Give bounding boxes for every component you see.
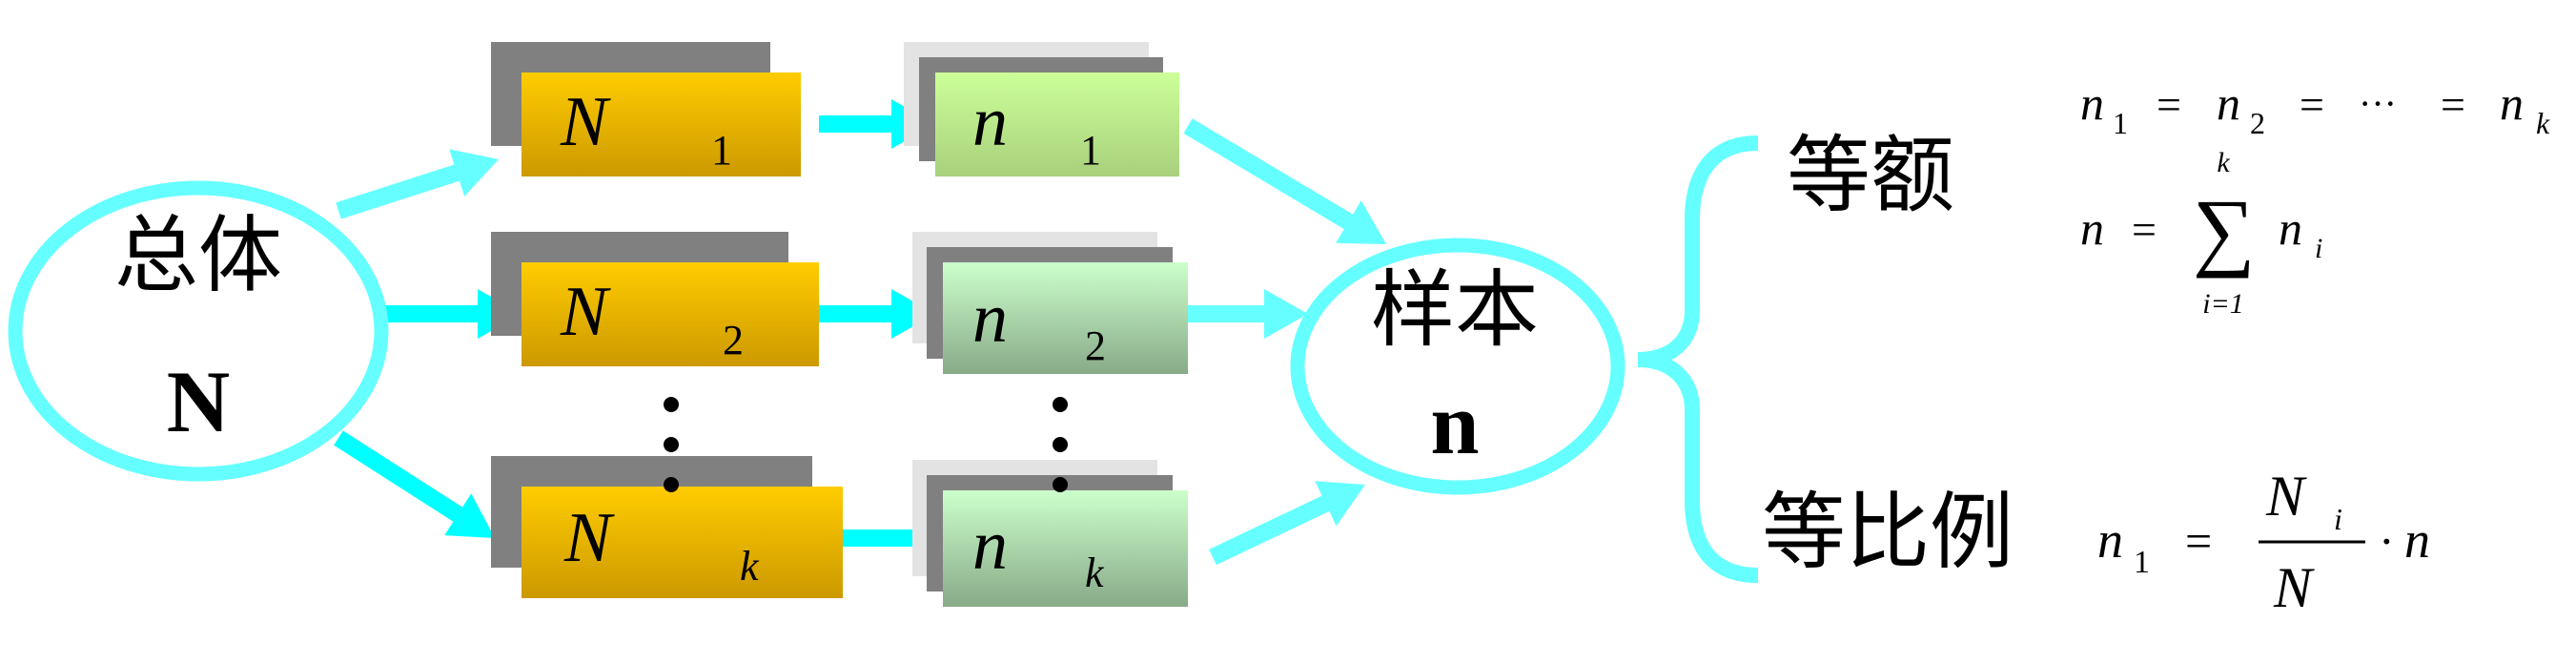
stratum-box-1: N 1: [491, 42, 801, 176]
formula-equal-sizes: n 1 = n 2 = ··· = n k: [2080, 76, 2550, 140]
stratum-subscript: 2: [723, 317, 744, 363]
arrow-population-to-stratum-k: [334, 430, 495, 538]
svg-text:=: =: [2300, 80, 2324, 129]
subsample-box-k: n k: [912, 460, 1188, 607]
svg-text:2: 2: [2250, 106, 2265, 140]
population-ellipse: [8, 180, 389, 482]
svg-text:·: ·: [2379, 514, 2395, 568]
svg-text:n: n: [2080, 201, 2104, 255]
method-equal-label: 等额: [1787, 126, 1954, 224]
curly-brace: [1637, 135, 1759, 583]
subsample-box-1: n 1: [904, 42, 1179, 176]
arrow-subsample-2-to-sample: [1188, 289, 1308, 339]
sample-label: 样本: [1371, 260, 1539, 359]
svg-text:k: k: [2536, 106, 2550, 140]
vertical-ellipsis-strata: [664, 397, 679, 492]
population-symbol: N: [167, 353, 230, 450]
svg-text:N: N: [2265, 465, 2307, 528]
svg-text:1: 1: [2134, 545, 2150, 580]
stratum-label: N: [563, 499, 615, 577]
formula-proportional: n 1 = N i N · n: [2097, 465, 2430, 619]
vertical-ellipsis-subsamples: [1053, 397, 1068, 492]
svg-text:n: n: [2217, 76, 2240, 130]
svg-text:n: n: [2279, 201, 2302, 255]
arrow-population-to-stratum-2: [383, 289, 521, 339]
subsample-label: n: [972, 280, 1008, 358]
subsample-subscript: 2: [1085, 322, 1106, 369]
svg-text:1: 1: [2113, 106, 2128, 140]
svg-text:N: N: [2273, 556, 2315, 619]
stratum-label: N: [560, 273, 611, 351]
svg-text:n: n: [2404, 511, 2430, 569]
svg-text:i: i: [2315, 233, 2322, 264]
svg-text:=: =: [2441, 80, 2465, 129]
sample-node: 样本 n: [1290, 238, 1625, 495]
arrow-subsample-k-to-sample: [1209, 481, 1365, 566]
subsample-box-2: n 2: [912, 232, 1188, 374]
svg-text:n: n: [2500, 76, 2524, 130]
svg-text:k: k: [2217, 147, 2230, 178]
sample-ellipse: [1290, 238, 1625, 495]
svg-text:=: =: [2157, 80, 2181, 129]
subsample-label: n: [972, 507, 1008, 585]
svg-text:n: n: [2080, 76, 2104, 130]
stratum-box-2: N 2: [491, 232, 819, 366]
svg-text:∑: ∑: [2193, 181, 2256, 279]
stratum-subscript: 1: [711, 127, 732, 174]
arrow-population-to-stratum-1: [336, 149, 499, 219]
method-proportional-label: 等比例: [1762, 483, 2014, 581]
sample-symbol: n: [1430, 375, 1479, 472]
stratum-subscript: k: [740, 543, 760, 590]
svg-text:i: i: [2334, 502, 2342, 536]
stratum-box-k: N k: [491, 456, 843, 598]
svg-text:n: n: [2097, 511, 2123, 569]
population-node: 总体 N: [8, 180, 389, 482]
svg-text:=: =: [2185, 514, 2212, 568]
arrow-subsample-1-to-sample: [1183, 118, 1386, 245]
svg-text:=: =: [2132, 205, 2157, 254]
arrow-stratum-2-to-subsample: [819, 289, 935, 339]
svg-text:···: ···: [2359, 82, 2397, 125]
subsample-subscript: 1: [1080, 127, 1101, 174]
population-label: 总体: [114, 206, 282, 304]
svg-text:i=1: i=1: [2202, 288, 2244, 320]
subsample-label: n: [972, 83, 1008, 161]
formula-sum: n = ∑ k i=1 n i: [2080, 147, 2322, 320]
subsample-subscript: k: [1085, 550, 1105, 596]
stratum-label: N: [560, 83, 611, 161]
